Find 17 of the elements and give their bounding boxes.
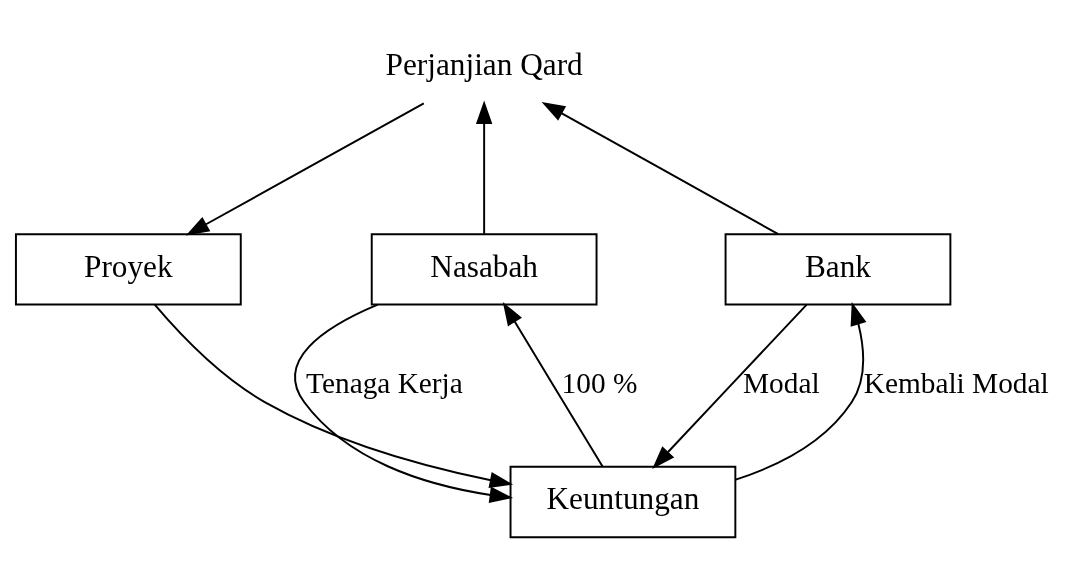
edge-label: 100 % xyxy=(561,366,638,399)
node-box: Keuntungan xyxy=(509,465,737,539)
node-box: Nasabah xyxy=(370,233,598,306)
edge-label: Modal xyxy=(743,366,820,399)
arrow xyxy=(294,303,514,503)
node-text: Perjanjian Qard xyxy=(385,47,583,83)
arrow xyxy=(541,102,780,236)
node-box: Bank xyxy=(724,233,952,306)
arrow xyxy=(652,303,808,469)
arrow xyxy=(734,301,867,481)
arrow xyxy=(502,302,604,468)
arrow xyxy=(153,303,514,489)
node-box: Proyek xyxy=(14,233,242,306)
edge-label: Kembali Modal xyxy=(863,366,1049,399)
edge-label: Tenaga Kerja xyxy=(306,366,463,399)
arrow xyxy=(475,100,493,235)
arrow xyxy=(185,102,425,236)
